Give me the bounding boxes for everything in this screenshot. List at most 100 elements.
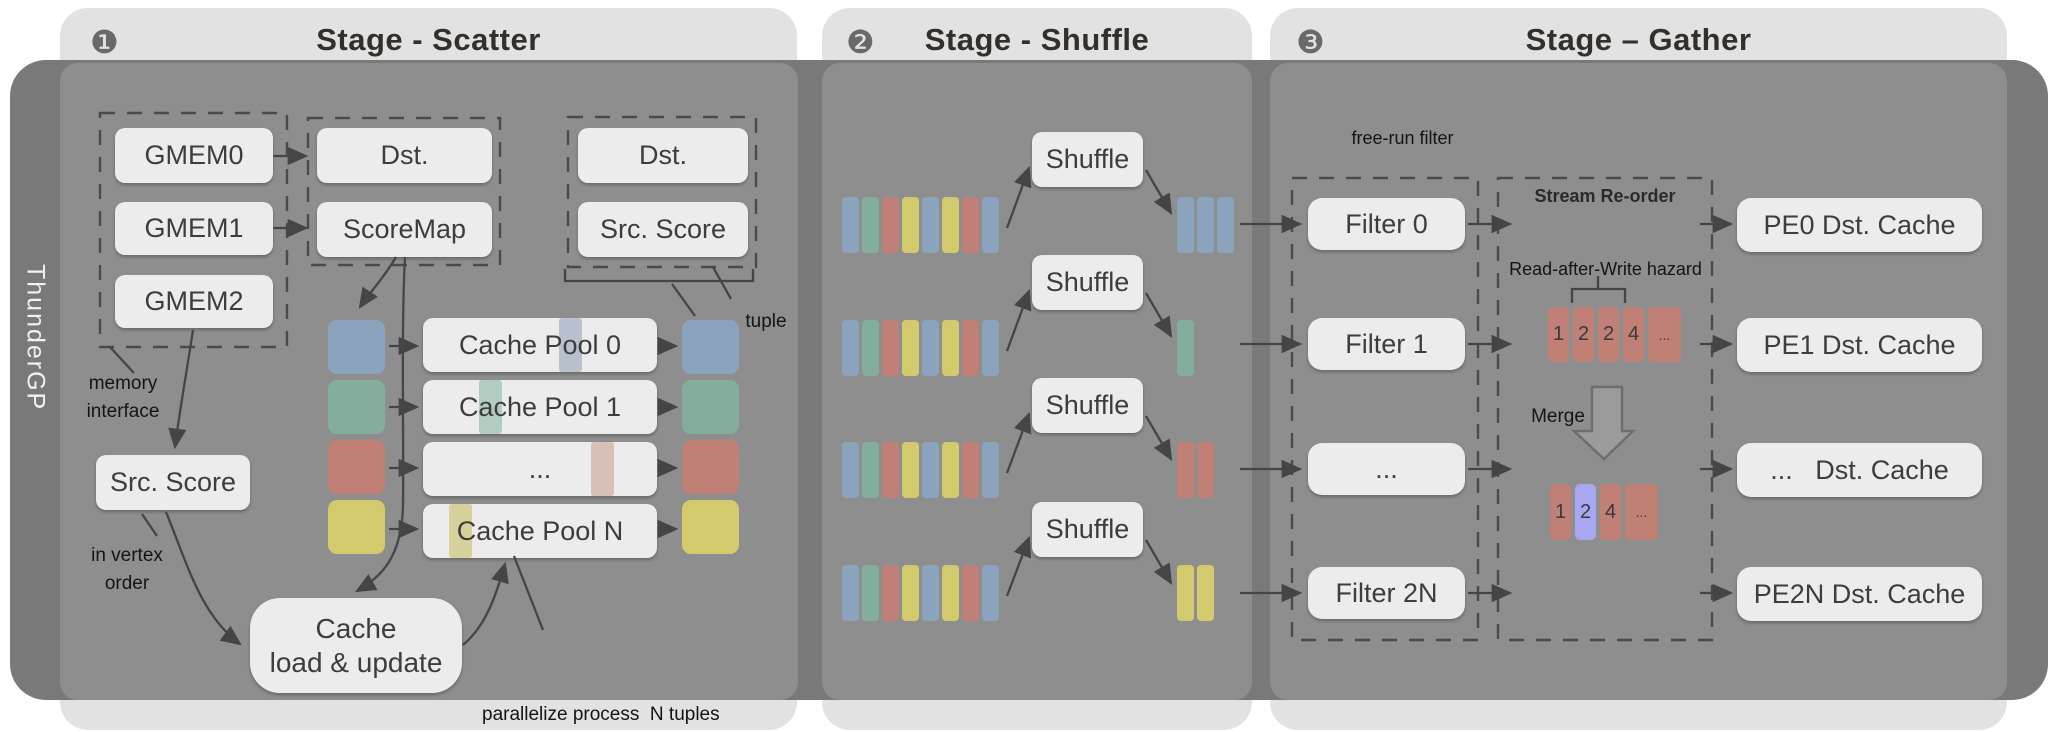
cache-pool-n-box: Cache Pool N: [423, 504, 657, 558]
gmem2-box: GMEM2: [115, 275, 273, 328]
tuple-bar: 4: [1600, 484, 1621, 540]
merge-label: Merge: [1531, 406, 1585, 427]
shuffle-box-0: Shuffle: [1032, 132, 1143, 187]
tuple-bar: [982, 565, 999, 621]
tuple-bar: [962, 442, 979, 498]
pe2n-dst-cache-box: PE2N Dst. Cache: [1737, 567, 1982, 621]
tuple-bar: [922, 197, 939, 253]
shuffle-input-row-1: [842, 320, 999, 376]
shuffle-output-row-0: [1177, 197, 1234, 253]
filter-1-box: Filter 1: [1308, 318, 1465, 370]
filter-2n-box: Filter 2N: [1308, 567, 1465, 619]
shuffle-output-row-3: [1177, 565, 1214, 621]
shuffle-output-row-1: [1177, 320, 1194, 376]
tuple-bar: [882, 442, 899, 498]
tuple-bar: ...: [1625, 484, 1658, 540]
tuple-bar: [842, 442, 859, 498]
tuple-bar: 2: [1575, 484, 1596, 540]
tuple-bar: [328, 500, 385, 554]
scatter-output-squares: [682, 320, 739, 554]
tuple-bar: [882, 320, 899, 376]
scoremap-box: ScoreMap: [317, 202, 492, 257]
tuple-bar: [982, 442, 999, 498]
tuple-bar: [922, 320, 939, 376]
tuple-bar: [862, 320, 879, 376]
stage-gather-title: Stage – Gather: [1525, 22, 1752, 57]
cache-pool-0-stripe: [558, 318, 582, 372]
tuple-bar: 1: [1548, 307, 1569, 362]
tuple-bar: [942, 565, 959, 621]
tuple-label: tuple: [745, 311, 787, 332]
tuple-bar: [1177, 320, 1194, 376]
read-after-write-hazard-label: Read-after-Write hazard: [1509, 259, 1702, 279]
dst-box: Dst.: [317, 128, 492, 183]
tuple-bar: [902, 320, 919, 376]
tuple-bar: [882, 197, 899, 253]
tuple-bar: [902, 565, 919, 621]
tuple-bar: [1217, 197, 1234, 253]
parallelize-note: parallelize process N tuples (with diffe…: [482, 704, 720, 725]
tuple-bar: ...: [1648, 307, 1681, 362]
tuple-bar: 4: [1623, 307, 1644, 362]
ellipsis-dst-cache-box: ... Dst. Cache: [1737, 443, 1982, 497]
free-run-filter-label: free-run filter: [1351, 128, 1454, 148]
tuple-bar: [962, 565, 979, 621]
dst2-box: Dst.: [578, 128, 748, 183]
tuple-bar: [1177, 197, 1194, 253]
shuffle-input-row-3: [842, 565, 999, 621]
gmem0-box: GMEM0: [115, 128, 273, 183]
shuffle-input-row-2: [842, 442, 999, 498]
circled-1-icon: ❶: [90, 24, 119, 60]
tuple-bar: 1: [1550, 484, 1571, 540]
cache-load-update-box: Cache load & update: [250, 598, 462, 693]
cache-pool-n-stripe: [448, 504, 472, 558]
tuple-bar: [922, 565, 939, 621]
tuple-bar: [1177, 565, 1194, 621]
tuple-bar: [962, 197, 979, 253]
tuple-bar: [328, 320, 385, 374]
tuple-bar: [842, 197, 859, 253]
circled-2-icon: ❷: [846, 24, 875, 60]
shuffle-box-1: Shuffle: [1032, 255, 1143, 310]
in-vertex-order-label: in vertex order: [91, 545, 163, 594]
shuffle-box-2: Shuffle: [1032, 378, 1143, 433]
stage-shuffle-title: Stage - Shuffle: [924, 22, 1150, 57]
tuple-bar: [962, 320, 979, 376]
cache-pool-1-box: Cache Pool 1: [423, 380, 657, 434]
tuple-bar: [862, 442, 879, 498]
tuple-bar: [922, 442, 939, 498]
tuple-bar: [1197, 565, 1214, 621]
stage-scatter-title: Stage - Scatter: [316, 22, 541, 57]
src-score-box: Src. Score: [96, 455, 250, 510]
tuple-bar: [842, 565, 859, 621]
tuple-bar: [682, 500, 739, 554]
cache-pool-0-box: Cache Pool 0: [423, 318, 657, 372]
cache-pool-1-stripe: [479, 380, 503, 434]
tuple-bar: [682, 320, 739, 374]
src-score2-box: Src. Score: [578, 202, 748, 257]
tuple-bar: [942, 442, 959, 498]
gmem1-box: GMEM1: [115, 202, 273, 255]
tuple-bar: [982, 320, 999, 376]
tuple-bar: [982, 197, 999, 253]
tuple-bar: [1177, 442, 1194, 498]
cache-pool-ellipsis-stripe: [591, 442, 615, 496]
circled-3-icon: ❸: [1296, 24, 1325, 60]
cache-pool-ellipsis-box: ...: [423, 442, 657, 496]
tuple-bar: [1197, 442, 1214, 498]
filter-0-box: Filter 0: [1308, 198, 1465, 250]
tuple-bar: [328, 440, 385, 494]
stream-reorder-label: Stream Re-order: [1534, 186, 1676, 206]
tuple-bar: 2: [1598, 307, 1619, 362]
tuple-bar: [682, 440, 739, 494]
memory-interface-label: memory interface: [86, 373, 160, 422]
scatter-input-squares: [328, 320, 385, 554]
tuple-bar: [328, 380, 385, 434]
tuple-bar: [862, 565, 879, 621]
filter-ellipsis-box: ...: [1308, 443, 1465, 495]
tuple-bar: [1197, 197, 1214, 253]
tuple-bar: [862, 197, 879, 253]
